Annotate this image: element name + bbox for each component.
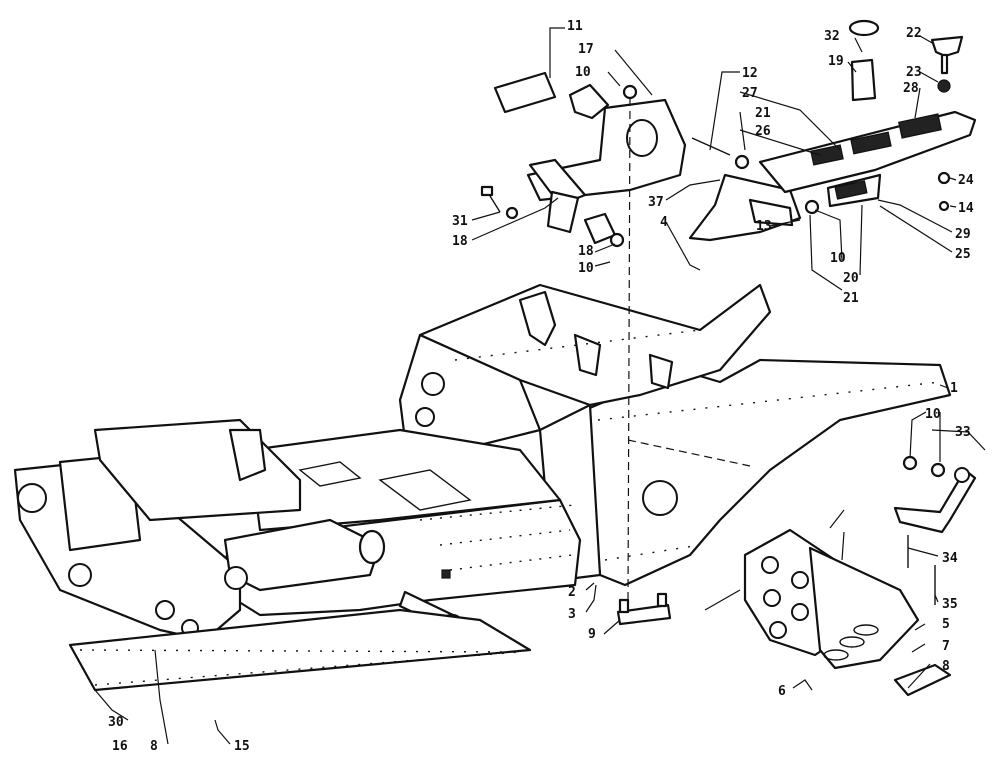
callout-10-top: 10 <box>575 65 591 80</box>
dash-panel <box>758 110 977 208</box>
leader-lines <box>94 27 986 745</box>
callout-16: 16 <box>112 739 128 754</box>
callout-8-left: 8 <box>150 739 158 754</box>
callout-26: 26 <box>755 124 771 139</box>
front-bulkhead <box>218 428 582 633</box>
callout-27: 27 <box>742 86 758 101</box>
callout-18-mid: 18 <box>578 244 594 259</box>
callout-10-step: 10 <box>925 407 941 422</box>
callout-30: 30 <box>108 715 124 730</box>
front-suspension-bracket <box>13 418 386 642</box>
callout-10-mid: 10 <box>578 261 594 276</box>
belly-pan <box>68 608 532 692</box>
callout-37: 37 <box>648 195 664 210</box>
callout-14: 14 <box>958 201 974 216</box>
callout-labels: 1 2 3 4 5 6 7 8 8 9 10 10 10 10 11 12 13… <box>108 19 974 754</box>
callout-35: 35 <box>942 597 958 612</box>
callout-24: 24 <box>958 173 974 188</box>
callout-21-top: 21 <box>755 106 771 121</box>
callout-1: 1 <box>950 381 958 396</box>
callout-11: 11 <box>567 19 583 34</box>
callout-25: 25 <box>955 247 971 262</box>
callout-9: 9 <box>588 627 596 642</box>
callout-23: 23 <box>906 65 922 80</box>
steering-post-bracket <box>493 71 687 207</box>
chassis-frame <box>398 283 952 587</box>
callout-8-right: 8 <box>942 659 950 674</box>
callout-15: 15 <box>234 739 250 754</box>
callout-6: 6 <box>778 684 786 699</box>
callout-19: 19 <box>828 54 844 69</box>
callout-32: 32 <box>824 29 840 44</box>
callout-4: 4 <box>660 215 668 230</box>
callout-12: 12 <box>742 66 758 81</box>
callout-31: 31 <box>452 214 468 229</box>
hardware <box>480 19 964 248</box>
callout-29: 29 <box>955 227 971 242</box>
callout-20: 20 <box>843 271 859 286</box>
small-clip-bracket <box>546 190 617 245</box>
support-bracket <box>688 173 802 242</box>
callout-22: 22 <box>906 26 922 41</box>
callout-21-bottom: 21 <box>843 291 859 306</box>
callout-5: 5 <box>942 617 950 632</box>
footrest-assembly <box>743 455 977 697</box>
callout-33: 33 <box>955 425 971 440</box>
callout-28: 28 <box>903 81 919 96</box>
callout-7: 7 <box>942 639 950 654</box>
callout-34: 34 <box>942 551 958 566</box>
callout-3: 3 <box>568 607 576 622</box>
callout-18-left: 18 <box>452 234 468 249</box>
callout-10-dash: 10 <box>830 251 846 266</box>
callout-17: 17 <box>578 42 594 57</box>
mount-plate <box>616 592 672 626</box>
callout-2: 2 <box>568 585 576 600</box>
callout-13: 13 <box>756 219 772 234</box>
